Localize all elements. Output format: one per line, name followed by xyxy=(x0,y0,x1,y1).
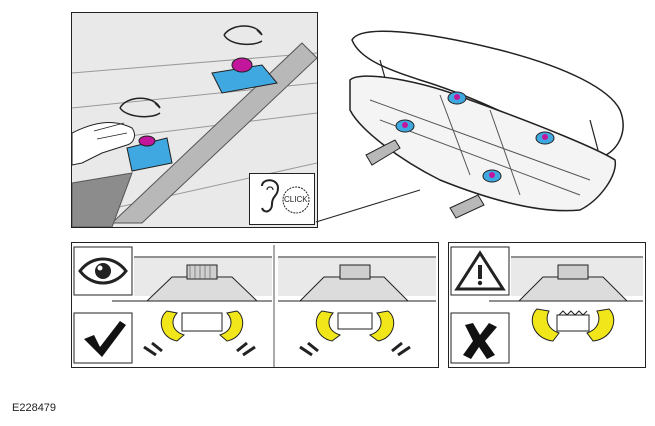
clamp-section-misaligned xyxy=(489,256,643,342)
rotate-arrow-icon xyxy=(223,25,263,46)
clamp-detail-illustration xyxy=(72,25,317,227)
clamp-upper xyxy=(211,57,278,94)
knob-upper xyxy=(231,57,253,73)
click-label: CLICK xyxy=(284,195,308,204)
clamp-lower xyxy=(126,135,173,172)
roof-box-base xyxy=(349,75,616,212)
cross-icon xyxy=(463,323,497,359)
rotate-arrow-icon xyxy=(119,97,161,118)
hand xyxy=(72,122,135,166)
warning-icon xyxy=(454,250,506,291)
check-icon xyxy=(84,321,126,357)
figure-id: E228479 xyxy=(12,402,57,414)
ear-icon xyxy=(261,179,310,214)
click-callout: CLICK xyxy=(249,173,315,225)
clamp-detail-panel: CLICK xyxy=(71,12,318,228)
box-clamps xyxy=(395,91,555,183)
incorrect-engagement-panel xyxy=(448,242,646,368)
eye-icon xyxy=(78,257,128,285)
clamp-section-closed xyxy=(278,256,436,357)
clamp-section-open xyxy=(112,256,272,357)
roof-bar xyxy=(110,42,317,224)
correct-engagement-panel xyxy=(71,242,439,368)
roof-box-lid xyxy=(351,30,624,159)
